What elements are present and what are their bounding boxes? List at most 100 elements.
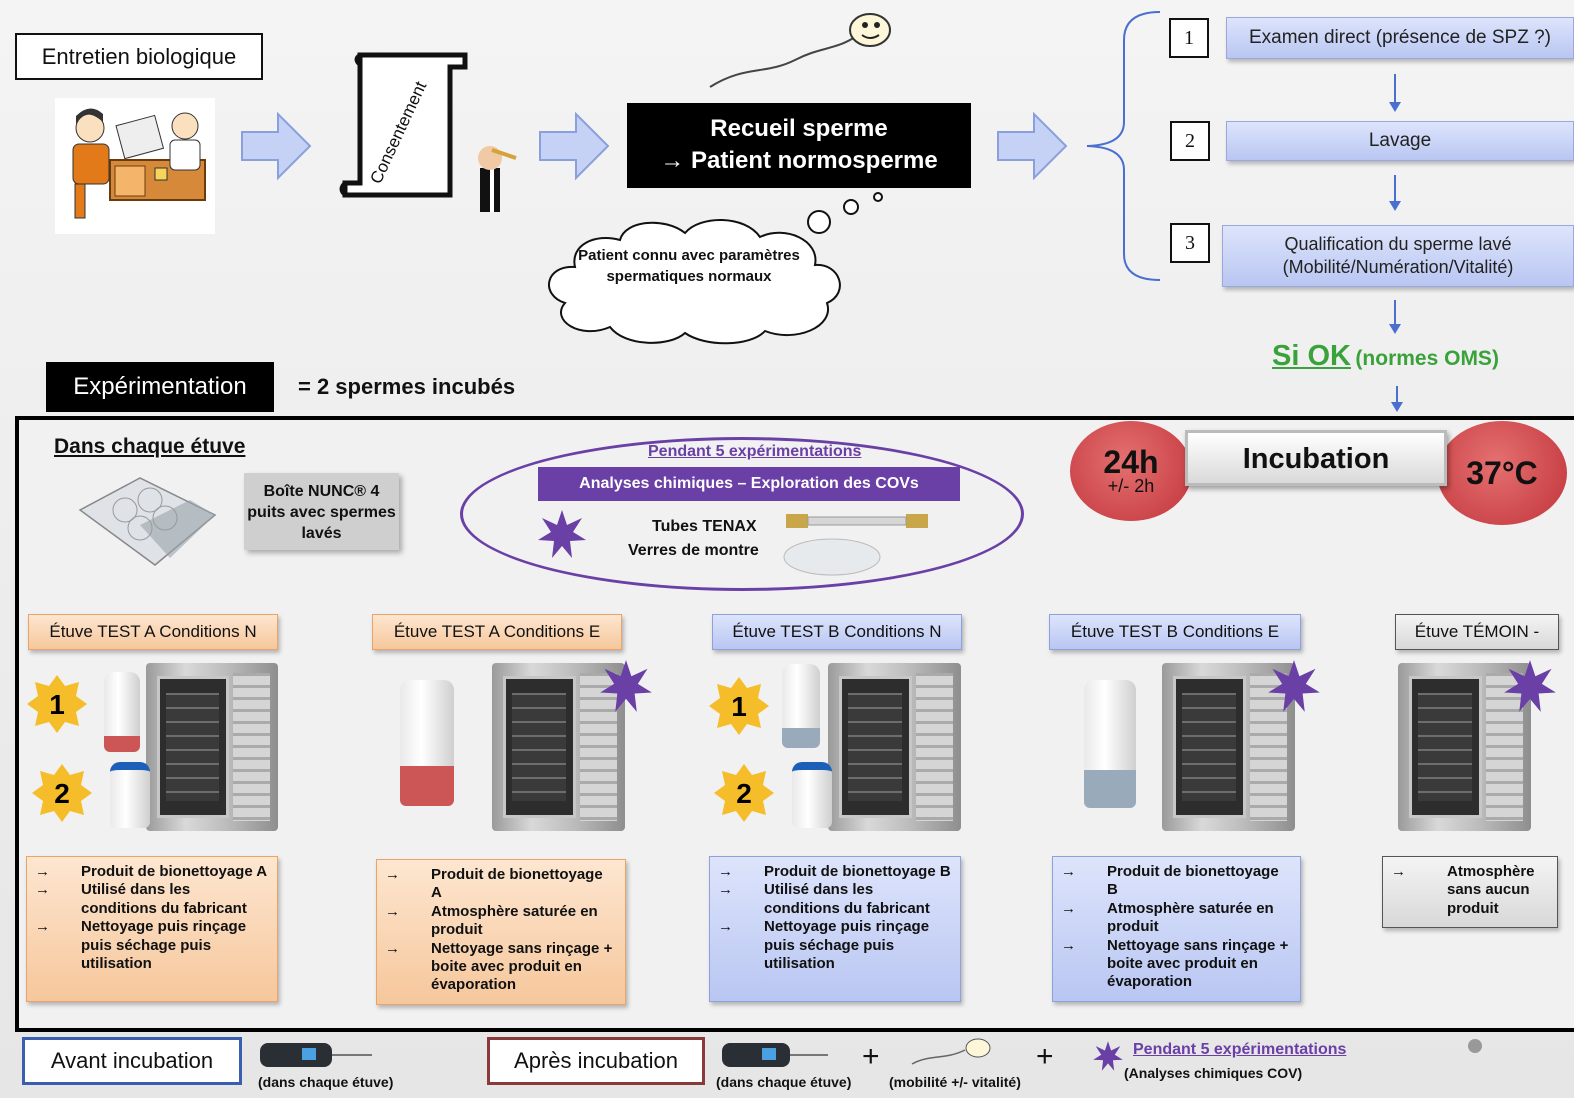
badge-2-icon: 2	[32, 764, 92, 822]
signing-hand-icon	[478, 146, 517, 212]
etuve-title-label: Étuve TEST B Conditions E	[1070, 622, 1280, 641]
nunc-dish-image	[78, 477, 217, 566]
badge-number: 1	[49, 689, 65, 720]
incubator-image	[828, 663, 961, 831]
arrow-glyph: →	[1061, 899, 1076, 917]
sensor-device-icon	[260, 1043, 372, 1067]
badge-number: 1	[731, 691, 747, 722]
analyses-box: Analyses chimiques – Exploration des COV…	[538, 467, 960, 501]
plus-sign-2: +	[1036, 1040, 1054, 1073]
badge-1-icon: 1	[27, 675, 87, 733]
recueil-line2: → Patient normosperme	[660, 147, 938, 174]
time-circle: 24h +/- 2h	[1070, 421, 1192, 521]
entretien-label: Entretien biologique	[41, 44, 237, 69]
bottom-pendant-label: Pendant 5 expérimentations	[1133, 1041, 1347, 1058]
spray-bottle-image	[782, 664, 820, 748]
avant-label: Avant incubation	[50, 1048, 214, 1073]
step-arrow-3	[1389, 300, 1401, 334]
nunc-box: Boîte NUNC® 4 puits avec spermes lavés	[244, 473, 399, 550]
tenax-tube-icon	[786, 514, 928, 528]
sensor-device-icon	[722, 1043, 828, 1067]
step-arrow-4	[1391, 386, 1403, 412]
arrow-glyph: →	[718, 863, 733, 880]
badge-2-icon: 2	[714, 764, 774, 822]
doctor-consultation-illustration	[55, 98, 215, 234]
dans-chaque-etuve-label: Dans chaque étuve	[54, 435, 246, 458]
time-sub-label: +/- 2h	[1107, 476, 1155, 496]
step-3-number: 3	[1170, 223, 1210, 263]
purple-star-icon	[1504, 660, 1556, 712]
step-3-line1: Qualification du sperme lavé	[1284, 234, 1512, 254]
recueil-box: Recueil sperme → Patient normosperme	[627, 103, 971, 188]
incubation-box: Incubation	[1185, 430, 1447, 486]
etuve-title-temoin: Étuve TÉMOIN -	[1395, 614, 1559, 650]
plus-sign-1: +	[862, 1040, 880, 1073]
flow-arrow-2	[539, 111, 610, 181]
step-arrow-1	[1389, 74, 1401, 112]
arrow-glyph: →	[1391, 863, 1406, 880]
purple-star-icon	[1268, 660, 1320, 712]
incubation-label: Incubation	[1242, 443, 1390, 475]
entretien-box: Entretien biologique	[15, 33, 263, 80]
mobilite-label: (mobilité +/- vitalité)	[889, 1074, 1021, 1090]
temp-label: 37°C	[1466, 455, 1538, 491]
desc-line: Nettoyage puis rinçage puis séchage puis…	[764, 918, 930, 973]
etuve-desc-a-e: →Produit de bionettoyage A →Atmosphère s…	[376, 859, 626, 1005]
step-2-label: Lavage	[1368, 130, 1432, 151]
arrow-glyph: →	[35, 881, 50, 899]
etuve-title-b-e: Étuve TEST B Conditions E	[1049, 614, 1301, 650]
badge-1-icon: 1	[709, 677, 769, 735]
si-ok-row: Si OK (normes OMS)	[1272, 340, 1499, 373]
etuve-title-a-n: Étuve TEST A Conditions N	[28, 614, 278, 650]
arrow-glyph: →	[385, 939, 400, 957]
desc-line: Utilisé dans les conditions du fabricant	[81, 881, 247, 917]
si-ok-label: Si OK	[1272, 340, 1351, 372]
tenax-label: Tubes TENAX	[652, 518, 757, 535]
sperm-small-icon	[911, 1038, 991, 1065]
purple-star-icon	[538, 510, 586, 558]
etuve-title-label: Étuve TEST B Conditions N	[732, 622, 942, 641]
purple-star-icon	[600, 660, 652, 712]
incubator-image	[146, 663, 278, 831]
etuve-title-b-n: Étuve TEST B Conditions N	[712, 614, 962, 650]
arrow-glyph: →	[718, 918, 733, 936]
analyses-label: Analyses chimiques – Exploration des COV…	[579, 475, 919, 492]
sperm-cartoon-icon	[709, 13, 891, 88]
consent-scroll-icon: Consentement	[339, 52, 468, 198]
desc-line: Atmosphère sans aucun produit	[1447, 863, 1535, 917]
flow-arrow-3	[997, 111, 1068, 181]
arrow-glyph: →	[385, 902, 400, 920]
arrow-glyph: →	[35, 863, 50, 880]
spray-bottle-image	[104, 672, 140, 752]
arrow-glyph: →	[35, 918, 50, 936]
step-3-line2: (Mobilité/Numération/Vitalité)	[1282, 257, 1514, 277]
experimentation-label: Expérimentation	[73, 373, 247, 400]
desc-line: Nettoyage sans rinçage + boite avec prod…	[1107, 936, 1289, 991]
badge-number: 2	[736, 778, 752, 809]
desc-line: Utilisé dans les conditions du fabricant	[764, 881, 930, 917]
etuve-title-label: Étuve TEST A Conditions E	[393, 622, 601, 641]
normes-label: (normes OMS)	[1355, 347, 1499, 370]
watch-glass-icon	[783, 538, 881, 576]
etuve-desc-temoin: → Atmosphère sans aucun produit	[1382, 856, 1558, 928]
thought-cloud	[548, 192, 883, 345]
verres-label: Verres de montre	[628, 542, 759, 559]
purple-star-icon	[1093, 1041, 1123, 1071]
grey-dot	[1468, 1039, 1482, 1053]
flow-arrow-1	[241, 111, 312, 181]
step-2-number: 2	[1170, 121, 1210, 161]
desc-line: Produit de bionettoyage B	[1107, 863, 1279, 899]
analyses-cov-label: (Analyses chimiques COV)	[1124, 1065, 1303, 1081]
cov-oval	[460, 437, 1024, 591]
desc-line: Produit de bionettoyage A	[431, 866, 603, 902]
time-label: 24h	[1103, 444, 1159, 480]
desc-line: Nettoyage sans rinçage + boite avec prod…	[431, 939, 613, 994]
incubator-image	[1162, 663, 1295, 831]
desc-line: Nettoyage puis rinçage puis séchage puis…	[81, 918, 247, 973]
step-arrow-2	[1389, 175, 1401, 211]
step-1-box: Examen direct (présence de SPZ ?)	[1226, 17, 1574, 59]
etuve-desc-b-n: →Produit de bionettoyage B →Utilisé dans…	[709, 856, 961, 1002]
cloud-text: Patient connu avec paramètres spermatiqu…	[578, 247, 800, 285]
step-1-label: Examen direct (présence de SPZ ?)	[1248, 27, 1552, 48]
arrow-glyph: →	[1061, 936, 1076, 954]
